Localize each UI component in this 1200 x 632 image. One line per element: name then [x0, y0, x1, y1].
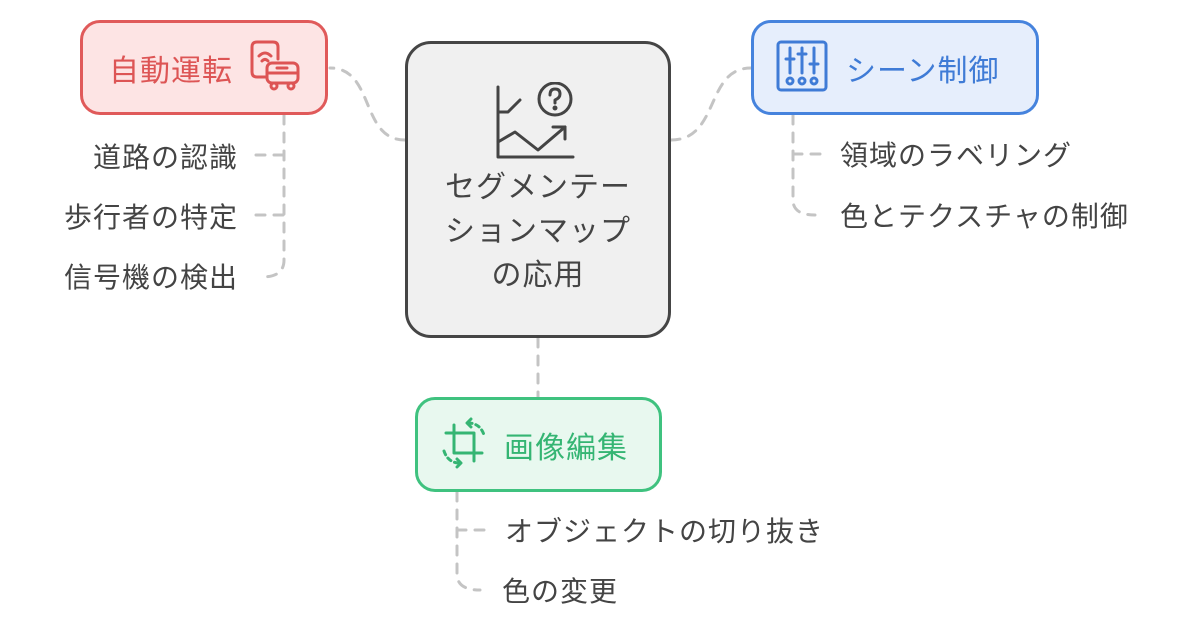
center-node: セグメンテーションマップの応用: [405, 41, 671, 338]
connector-center-autonomous: [328, 66, 407, 142]
connector-editing-children: [455, 490, 482, 592]
branch-scene-control[interactable]: シーン制御: [751, 20, 1039, 115]
crop-rotate-icon: [438, 417, 490, 473]
branch-label: 自動運転: [109, 53, 233, 89]
branch-autonomous-driving[interactable]: 自動運転: [80, 20, 328, 115]
chart-question-icon: [493, 81, 583, 166]
branch-image-editing[interactable]: 画像編集: [415, 397, 662, 492]
branch-label: 画像編集: [504, 430, 628, 466]
leaf-pedestrian-identification: 歩行者の特定: [63, 201, 238, 234]
branch-label: シーン制御: [846, 53, 1000, 89]
sliders-icon: [776, 40, 828, 96]
leaf-traffic-light-detection: 信号機の検出: [63, 261, 238, 294]
phone-bus-icon: [249, 39, 301, 97]
connector-center-scene: [669, 66, 753, 142]
connector-autonomous-children: [260, 113, 286, 279]
center-title: セグメンテーションマップの応用: [445, 169, 631, 293]
leaf-region-labeling: 領域のラベリング: [840, 139, 1073, 172]
leaf-color-texture-control: 色とテクスチャの制御: [840, 200, 1129, 233]
leaf-road-recognition: 道路の認識: [92, 141, 238, 174]
leaf-object-cutout: オブジェクトの切り抜き: [505, 515, 825, 548]
leaf-color-change: 色の変更: [502, 575, 619, 608]
connector-scene-children: [791, 113, 817, 217]
